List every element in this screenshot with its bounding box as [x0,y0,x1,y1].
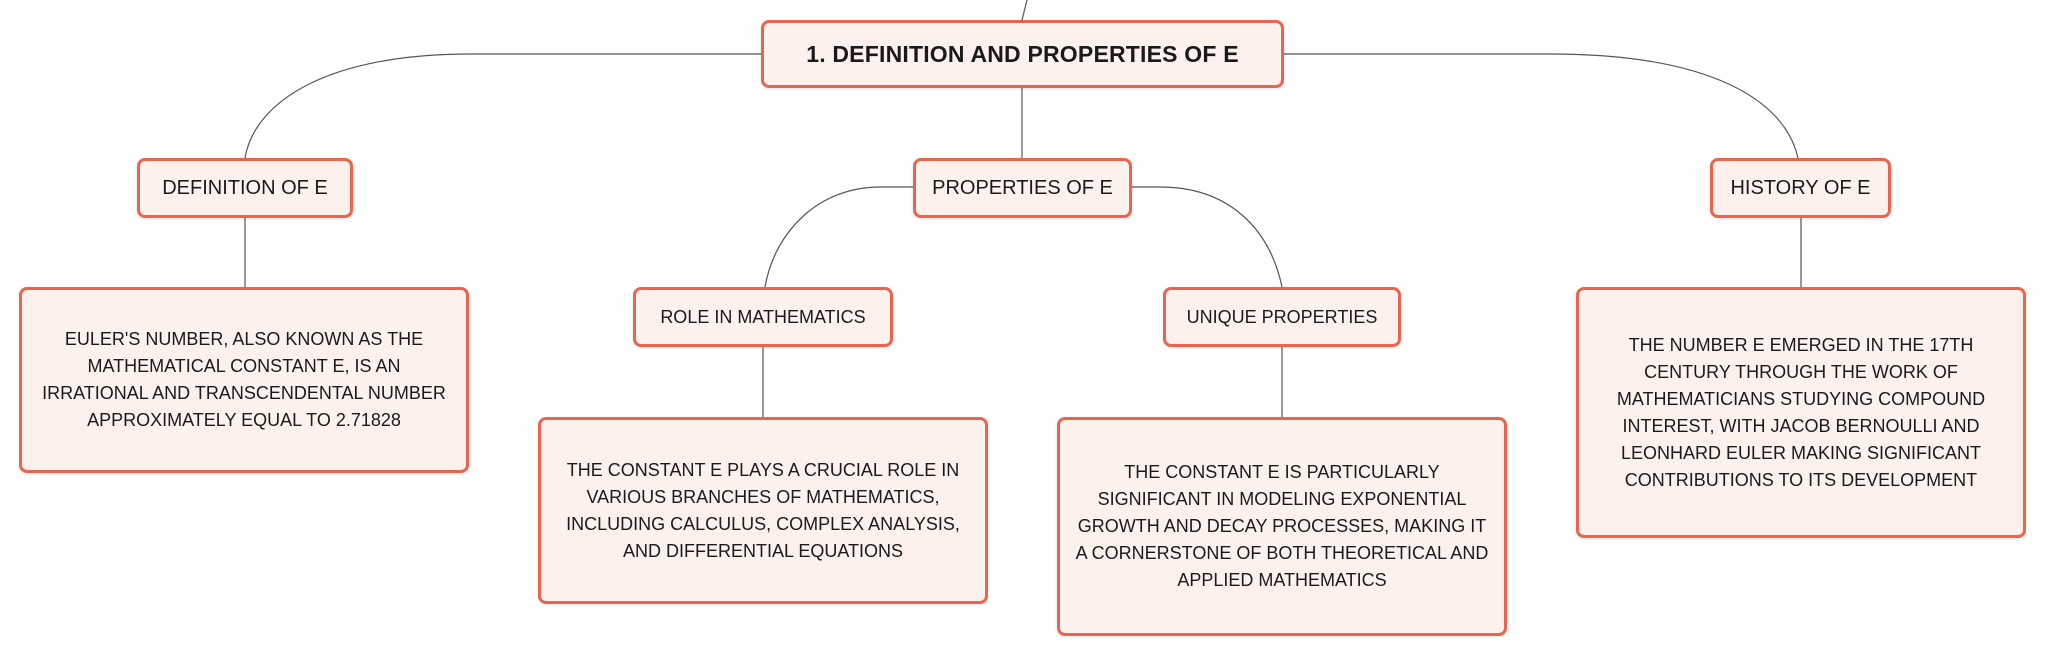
history-detail-node[interactable]: THE NUMBER E EMERGED IN THE 17TH CENTURY… [1576,287,2026,538]
definition-detail-node[interactable]: EULER'S NUMBER, ALSO KNOWN AS THE MATHEM… [19,287,469,473]
definition-detail-text: EULER'S NUMBER, ALSO KNOWN AS THE MATHEM… [42,329,446,430]
connector-root-definition [244,53,761,159]
unique-properties-label: UNIQUE PROPERTIES [1186,306,1378,327]
history-detail-text: THE NUMBER E EMERGED IN THE 17TH CENTURY… [1616,334,1986,490]
history-node[interactable]: HISTORY OF E [1710,158,1891,218]
role-in-mathematics-node[interactable]: ROLE IN MATHEMATICS [633,287,893,347]
connector-properties-unique [1132,186,1283,288]
role-detail-node[interactable]: THE CONSTANT E PLAYS A CRUCIAL ROLE IN V… [538,417,988,604]
unique-properties-node[interactable]: UNIQUE PROPERTIES [1163,287,1401,347]
root-topic-node[interactable]: 1. DEFINITION AND PROPERTIES OF E [761,20,1284,88]
connector-root-history [1284,53,1799,159]
root-topic-label: 1. DEFINITION AND PROPERTIES OF E [806,40,1239,67]
definition-label: DEFINITION OF E [162,176,328,199]
unique-detail-node[interactable]: THE CONSTANT E IS PARTICULARLY SIGNIFICA… [1057,417,1507,636]
properties-node[interactable]: PROPERTIES OF E [913,158,1132,218]
connector-to-parent [1021,0,1028,21]
history-label: HISTORY OF E [1730,176,1871,199]
role-detail-text: THE CONSTANT E PLAYS A CRUCIAL ROLE IN V… [566,459,960,561]
definition-node[interactable]: DEFINITION OF E [137,158,353,218]
connector-properties-role [764,186,913,288]
role-in-mathematics-label: ROLE IN MATHEMATICS [660,306,866,327]
properties-label: PROPERTIES OF E [932,176,1113,199]
unique-detail-text: THE CONSTANT E IS PARTICULARLY SIGNIFICA… [1075,462,1489,590]
